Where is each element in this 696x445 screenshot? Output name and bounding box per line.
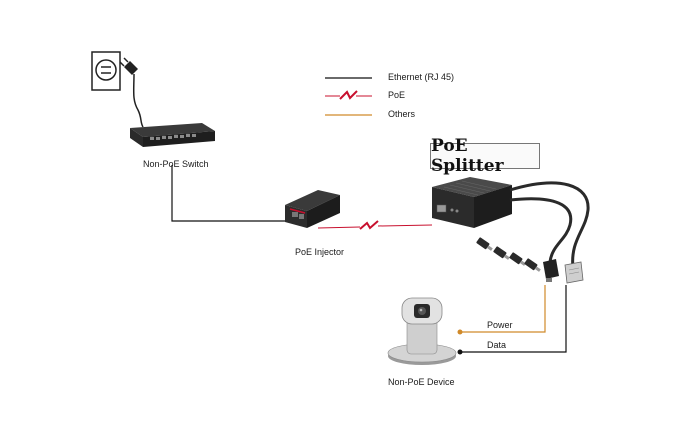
non-poe-switch-icon bbox=[130, 123, 215, 147]
legend-poe-swatch bbox=[325, 90, 372, 100]
non-poe-device-camera-icon bbox=[387, 297, 457, 365]
splitter-title: PoE Splitter bbox=[430, 136, 540, 176]
data-link-endpoint bbox=[457, 349, 463, 355]
power-plug-icon bbox=[119, 57, 144, 128]
poe-splitter-icon bbox=[432, 177, 512, 228]
legend-others-label: Others bbox=[388, 109, 416, 119]
poe-link-injector-splitter bbox=[317, 220, 433, 230]
dc-adapter-tips-icon bbox=[476, 237, 541, 272]
ethernet-link-switch-injector bbox=[171, 165, 287, 222]
dc-power-plug-icon bbox=[543, 259, 559, 282]
device-label: Non-PoE Device bbox=[388, 377, 455, 387]
data-link-label: Data bbox=[487, 340, 507, 350]
splitter-cables bbox=[509, 181, 590, 269]
rj45-connector-icon bbox=[564, 261, 584, 284]
power-link-endpoint bbox=[457, 329, 463, 335]
injector-label: PoE Injector bbox=[295, 247, 345, 257]
data-link bbox=[460, 285, 567, 353]
switch-label: Non-PoE Switch bbox=[143, 159, 209, 169]
legend-ethernet-label: Ethernet (RJ 45) bbox=[388, 72, 455, 82]
wall-outlet-icon bbox=[91, 51, 121, 91]
power-link-label: Power bbox=[487, 320, 513, 330]
legend-poe-label: PoE bbox=[388, 90, 406, 100]
legend bbox=[325, 77, 372, 116]
poe-injector-icon bbox=[285, 190, 340, 228]
power-link bbox=[460, 285, 546, 333]
